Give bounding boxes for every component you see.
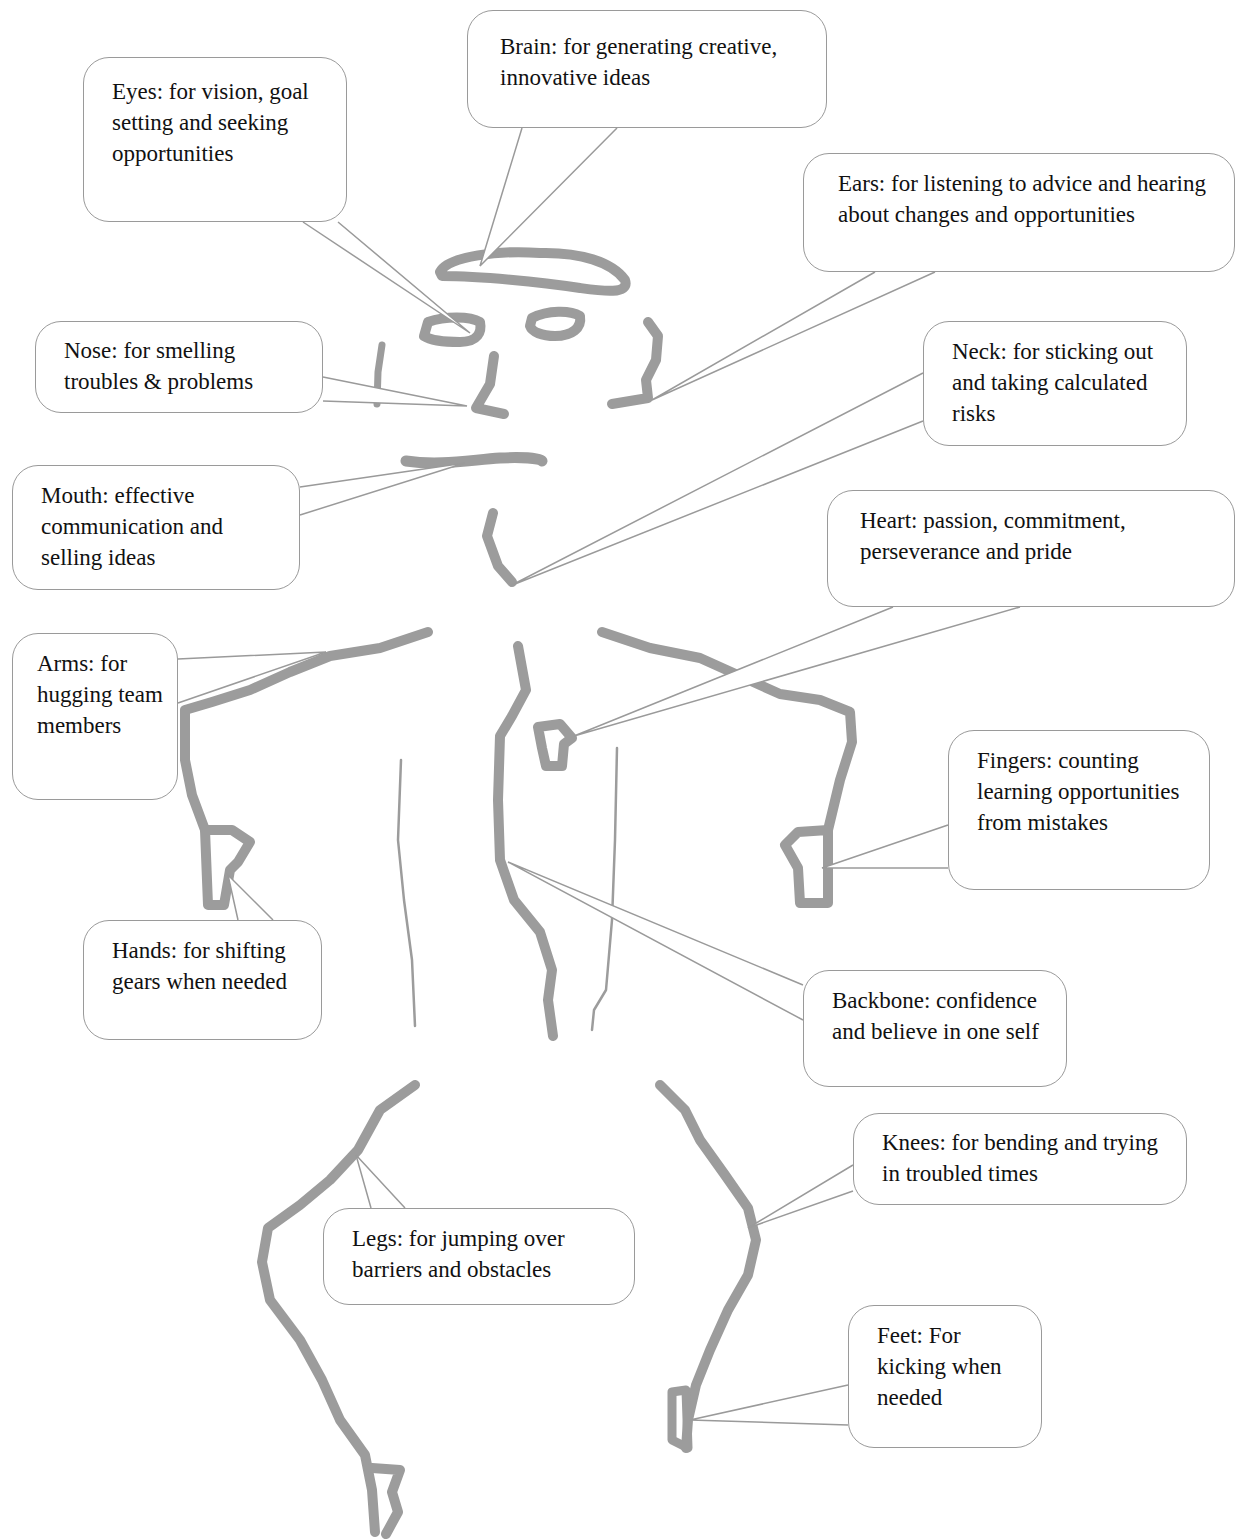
callout-box: Heart: passion, commitment, perseverance… bbox=[827, 490, 1235, 607]
callout-pointer bbox=[228, 875, 273, 920]
callout-pointer bbox=[508, 862, 803, 1020]
torso-left bbox=[398, 760, 415, 1026]
callout-text: Arms: for hugging team members bbox=[37, 648, 163, 741]
mouth bbox=[406, 458, 542, 463]
right-ear bbox=[612, 322, 658, 404]
brain-cap bbox=[440, 252, 626, 291]
callout-box: Neck: for sticking out and taking calcul… bbox=[923, 321, 1187, 446]
torso-right bbox=[592, 748, 617, 1030]
callout-text: Mouth: effective communication and selli… bbox=[41, 480, 281, 573]
callout-box: Legs: for jumping over barriers and obst… bbox=[323, 1208, 635, 1305]
callout-box: Arms: for hugging team members bbox=[12, 633, 178, 800]
right-leg bbox=[660, 1085, 756, 1448]
callout-box: Fingers: counting learning opportunities… bbox=[948, 730, 1210, 890]
callout-text: Brain: for generating creative, innovati… bbox=[500, 31, 804, 93]
callout-pointer bbox=[574, 607, 1020, 736]
neck bbox=[487, 513, 512, 582]
callout-pointer bbox=[356, 1155, 405, 1208]
callout-box: Knees: for bending and trying in trouble… bbox=[853, 1113, 1187, 1205]
callout-pointer bbox=[178, 652, 326, 703]
callout-text: Ears: for listening to advice and hearin… bbox=[838, 168, 1210, 230]
callout-text: Knees: for bending and trying in trouble… bbox=[882, 1127, 1168, 1189]
callout-pointer bbox=[480, 128, 617, 266]
left-foot bbox=[372, 1468, 400, 1534]
callout-pointer bbox=[690, 1385, 848, 1425]
callout-box: Brain: for generating creative, innovati… bbox=[467, 10, 827, 128]
callout-pointer bbox=[303, 222, 470, 333]
right-hand bbox=[785, 830, 828, 903]
nose bbox=[476, 356, 504, 414]
callout-pointer bbox=[652, 272, 935, 400]
callout-text: Backbone: confidence and believe in one … bbox=[832, 985, 1048, 1047]
callout-box: Backbone: confidence and believe in one … bbox=[803, 970, 1067, 1087]
backbone bbox=[498, 646, 553, 1036]
callout-box: Ears: for listening to advice and hearin… bbox=[803, 153, 1235, 272]
right-foot bbox=[672, 1390, 688, 1448]
heart bbox=[538, 724, 572, 766]
callout-box: Eyes: for vision, goal setting and seeki… bbox=[83, 57, 347, 222]
callout-text: Hands: for shifting gears when needed bbox=[112, 935, 303, 997]
callout-box: Mouth: effective communication and selli… bbox=[12, 465, 300, 590]
callout-text: Legs: for jumping over barriers and obst… bbox=[352, 1223, 616, 1285]
callout-pointer bbox=[822, 825, 948, 868]
callout-pointer bbox=[323, 377, 467, 406]
callout-text: Neck: for sticking out and taking calcul… bbox=[952, 336, 1168, 429]
callout-text: Fingers: counting learning opportunities… bbox=[977, 745, 1191, 838]
right-eye bbox=[530, 312, 580, 336]
callout-text: Eyes: for vision, goal setting and seeki… bbox=[112, 76, 328, 169]
callout-box: Hands: for shifting gears when needed bbox=[83, 920, 322, 1040]
callout-box: Feet: For kicking when needed bbox=[848, 1305, 1042, 1448]
callout-text: Feet: For kicking when needed bbox=[877, 1320, 1023, 1413]
callout-text: Heart: passion, commitment, perseverance… bbox=[860, 505, 1212, 567]
callout-pointer bbox=[748, 1165, 853, 1228]
callout-pointer bbox=[300, 463, 465, 515]
callout-box: Nose: for smelling troubles & problems bbox=[35, 321, 323, 413]
callout-text: Nose: for smelling troubles & problems bbox=[64, 335, 304, 397]
